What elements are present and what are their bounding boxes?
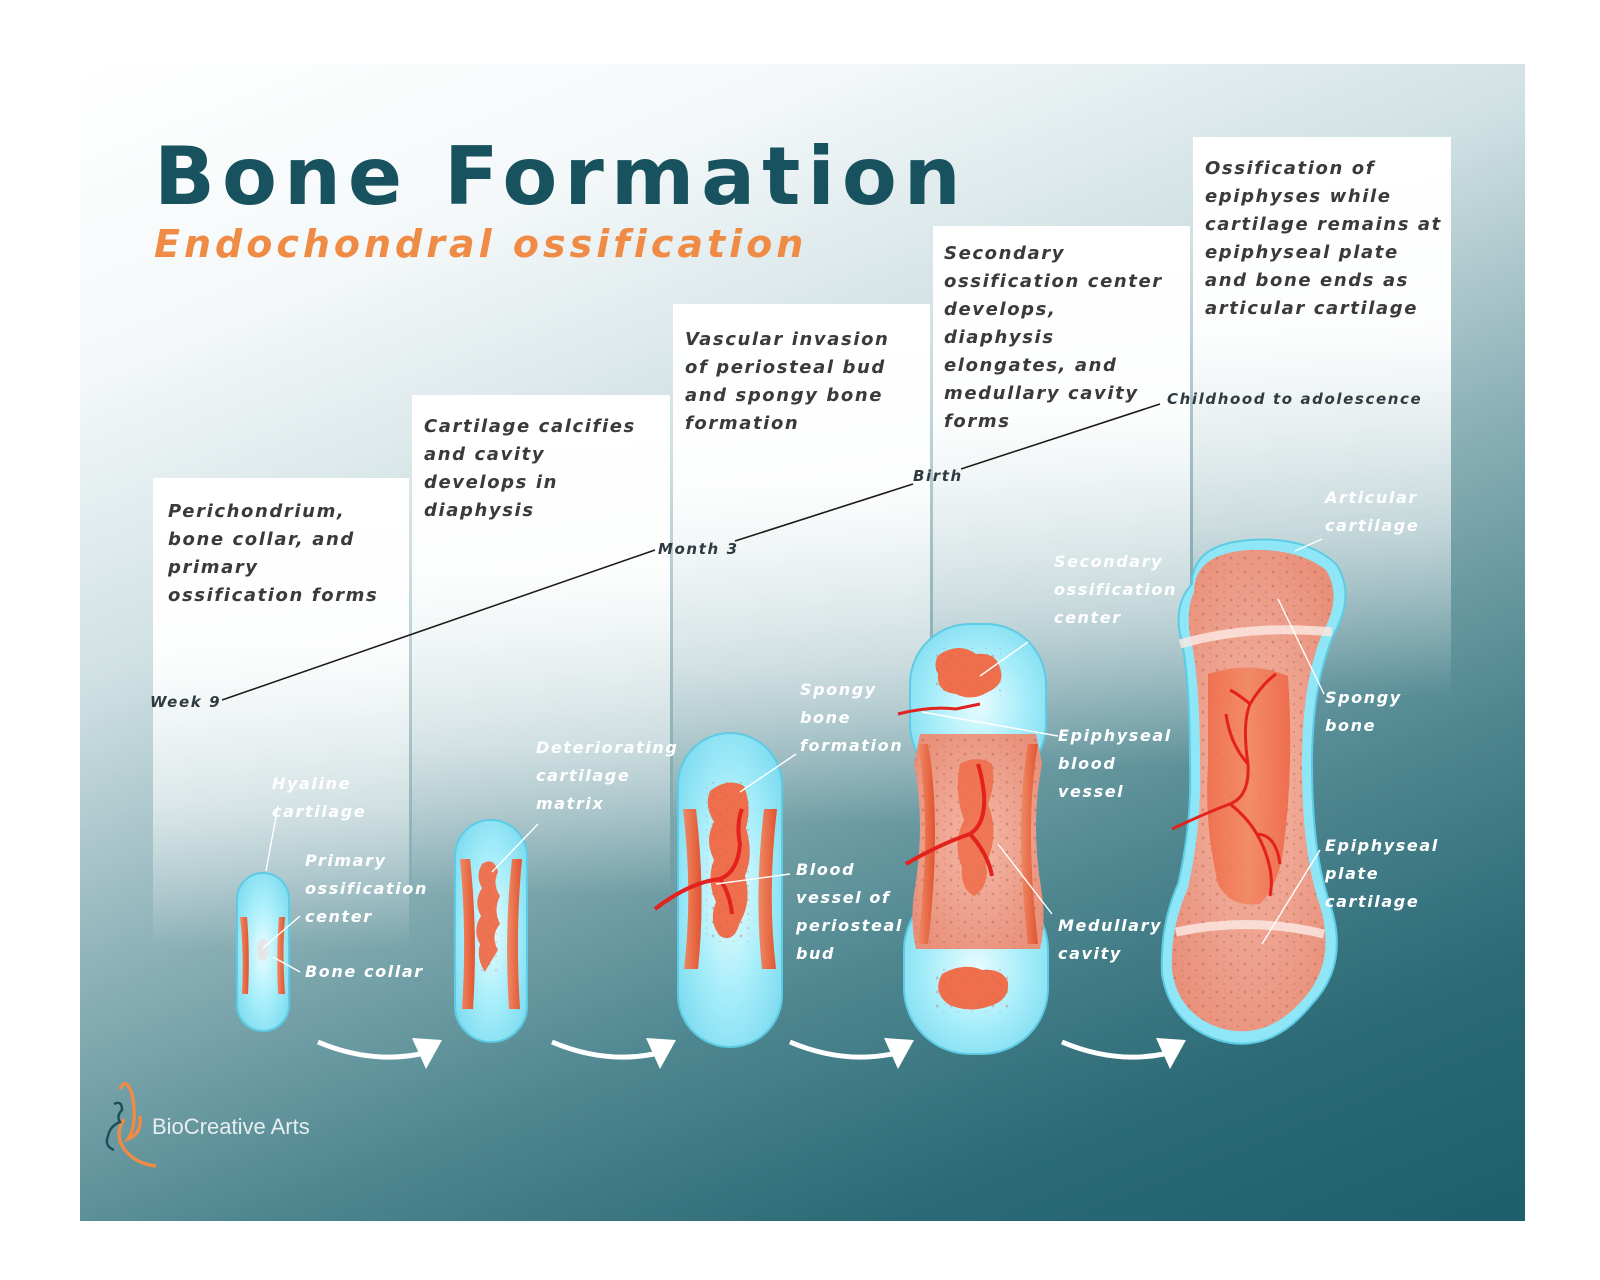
stage-2-bone (454, 819, 539, 1043)
stage-1-bone (236, 805, 301, 1032)
label-deteriorating-cartilage-matrix: Deteriorating cartilage matrix (536, 738, 679, 813)
stage-4-description: Secondary ossification center develops, … (944, 243, 1163, 432)
stage-5-bone (1160, 538, 1347, 1045)
label-blood-vessel-periosteal-bud: Blood vessel of periosteal bud (796, 860, 903, 963)
label-medullary-cavity: Medullary cavity (1058, 916, 1163, 963)
stage-3-description: Vascular invasion of periosteal bud and … (685, 329, 890, 434)
timeline-birth: Birth (913, 467, 963, 485)
stage-2-description: Cartilage calcifies and cavity develops … (424, 416, 636, 521)
stage-4-bone (897, 623, 1059, 1055)
label-bone-collar: Bone collar (305, 962, 424, 981)
timeline-week-9: Week 9 (150, 693, 222, 711)
page-subtitle: Endochondral ossification (154, 222, 808, 266)
arrow-1 (317, 1038, 442, 1069)
brand-name: BioCreative Arts (152, 1114, 310, 1139)
poster: Bone Formation Endochondral ossification… (80, 64, 1525, 1221)
label-articular-cartilage: Articular cartilage (1325, 488, 1420, 535)
brand-logo-mark (105, 1081, 157, 1168)
stage-1-description: Perichondrium, bone collar, and primary … (168, 501, 379, 606)
arrow-2 (551, 1038, 676, 1069)
arrow-4 (1061, 1038, 1186, 1069)
timeline-childhood: Childhood to adolescence (1167, 390, 1423, 408)
timeline-line (221, 403, 1161, 701)
stage-5-description: Ossification of epiphyses while cartilag… (1205, 158, 1442, 319)
label-spongy-bone-formation: Spongy bone formation (800, 680, 904, 755)
page-title: Bone Formation (154, 130, 968, 223)
label-secondary-ossification-center: Secondary ossification center (1054, 552, 1177, 627)
label-primary-ossification-center: Primary ossification center (305, 851, 428, 926)
arrow-3 (789, 1038, 914, 1069)
stage-panel-2 (412, 395, 670, 895)
bone-illustration (105, 403, 1347, 1168)
label-hyaline-cartilage: Hyaline cartilage (272, 774, 367, 821)
timeline-month-3: Month 3 (658, 540, 739, 558)
stage-3-bone (653, 732, 797, 1048)
label-epiphyseal-plate-cartilage: Epiphyseal plate cartilage (1325, 836, 1439, 911)
stage-panel-1 (153, 478, 409, 948)
label-epiphyseal-blood-vessel: Epiphyseal blood vessel (1058, 726, 1172, 801)
label-spongy-bone: Spongy bone (1325, 688, 1402, 735)
